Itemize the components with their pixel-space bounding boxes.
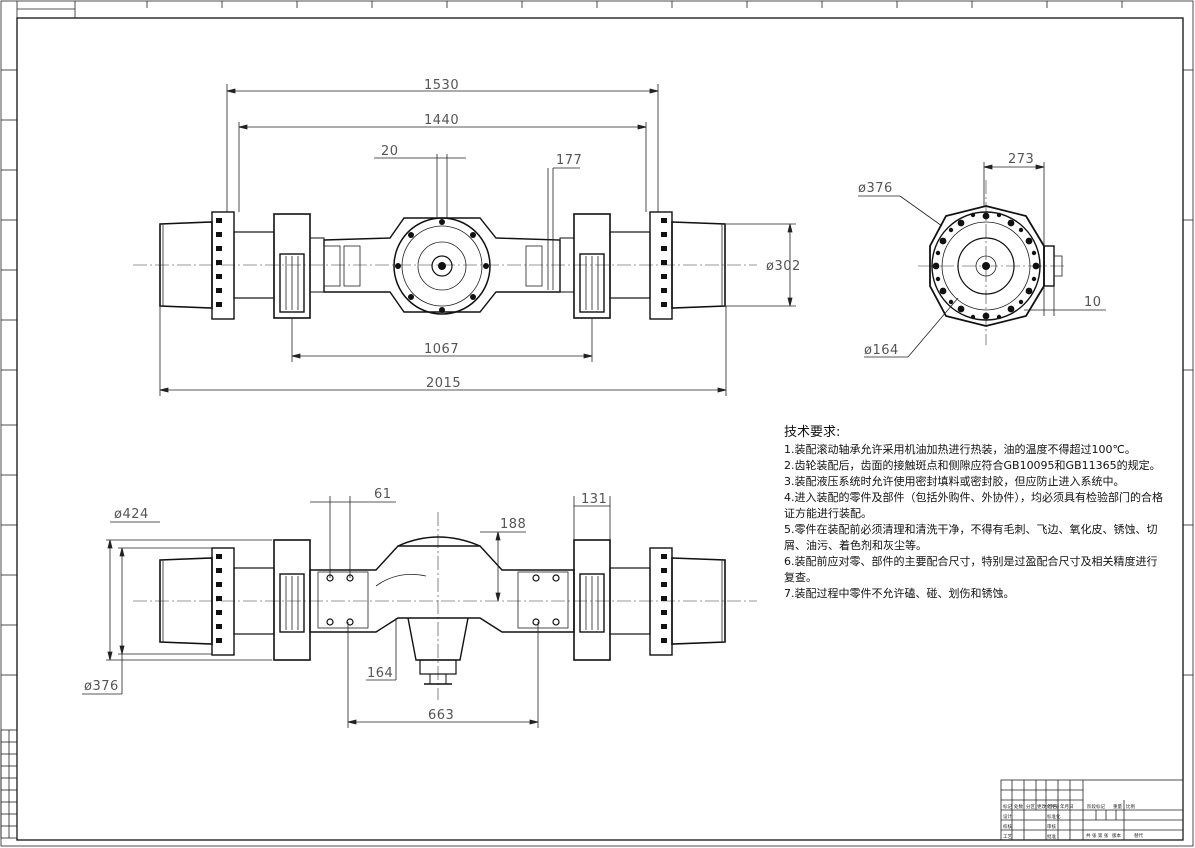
dim-1067-label: 1067 (424, 342, 459, 357)
tb-approve: 批准 (1047, 833, 1056, 840)
right-wheel-hub-front (573, 539, 726, 661)
tb-col-2: 处数 (1014, 803, 1023, 810)
dim-61-label: 61 (374, 487, 392, 502)
dim-2015 (159, 306, 727, 396)
dim-61 (310, 496, 396, 578)
left-brake-top (273, 213, 325, 319)
dim-302 (726, 223, 796, 307)
right-wheel-hub-top (609, 211, 726, 320)
axle-side-view: 273 ø376 ø164 10 (858, 152, 1106, 358)
tb-col-6: 年月日 (1060, 803, 1074, 810)
side-bolt-circle (932, 212, 1040, 320)
dim-10 (1024, 286, 1106, 316)
dim-164-bottom-label: 164 (367, 666, 393, 681)
dim-131 (573, 496, 611, 540)
tb-review: 审核 (1047, 823, 1056, 830)
axle-front-view: ø424 ø376 61 131 188 (82, 487, 757, 728)
tb-row-process: 工艺 (1003, 834, 1012, 840)
technical-notes: 技术要求: 1.装配滚动轴承允许采用机油加热进行热装，油的温度不得超过100℃。… (784, 421, 1164, 602)
note-item: 1.装配滚动轴承允许采用机油加热进行热装，油的温度不得超过100℃。 (784, 443, 1136, 456)
dim-1530 (226, 84, 659, 212)
dim-376-top (858, 195, 943, 227)
dim-1440 (238, 122, 647, 212)
right-brake-top (559, 213, 611, 319)
dim-164-top-label: ø164 (864, 343, 899, 358)
dim-20-label: 20 (381, 144, 399, 159)
note-item: 6.装配前应对零、部件的主要配合尺寸，特别是过盈配合尺寸及相关精度进行复查。 (784, 555, 1158, 584)
tb-row-check: 校核 (1003, 823, 1012, 830)
dim-164-top (864, 297, 959, 358)
note-item: 4.进入装配的零件及部件（包括外购件、外协件），均必须具有检验部门的合格证方能进… (784, 491, 1163, 520)
dim-376-bottom-label: ø376 (84, 679, 119, 694)
note-item: 5.零件在装配前必须清理和清洗干净，不得有毛刺、飞边、氧化皮、锈蚀、切屑、油污、… (784, 523, 1158, 552)
dim-131-label: 131 (581, 492, 607, 507)
dim-663-label: 663 (428, 708, 454, 723)
left-wheel-hub-front (159, 539, 311, 661)
axle-top-view: 1530 1440 20 177 ø302 (133, 78, 801, 396)
left-wheel-hub-top (159, 211, 275, 320)
tb-row-design: 设计 (1003, 813, 1012, 820)
dim-2015-label: 2015 (426, 376, 461, 391)
tb-sheet: 共 张 第 张 (1086, 832, 1109, 839)
dim-20 (374, 154, 466, 218)
tb-replace: 替代 (1134, 832, 1143, 839)
title-block: 标记 处数 分区 更改文件号 签名 年月日 设计 校核 工艺 标准化 审核 批准… (1000, 779, 1184, 841)
dim-177-label: 177 (556, 153, 582, 168)
tb-weight: 重量 (1113, 803, 1122, 810)
dim-302-label: ø302 (766, 259, 801, 274)
note-item: 7.装配过程中零件不允许磕、碰、划伤和锈蚀。 (784, 587, 1015, 600)
tb-scale: 比例 (1126, 803, 1135, 810)
notes-title: 技术要求: (784, 425, 841, 440)
tb-std: 标准化 (1047, 813, 1061, 820)
dim-273-label: 273 (1008, 152, 1034, 167)
dim-663 (347, 622, 539, 728)
dim-424-label: ø424 (114, 507, 149, 522)
tb-version: 版本 (1112, 832, 1121, 839)
axle-housing-top (323, 217, 561, 315)
dim-1440-label: 1440 (424, 113, 459, 128)
tb-col-3: 分区 (1026, 803, 1035, 810)
dim-164-bottom (366, 618, 397, 681)
dim-376-top-label: ø376 (858, 181, 893, 196)
dim-177 (547, 167, 580, 290)
dim-188-label: 188 (500, 517, 526, 532)
dim-273 (983, 162, 1045, 246)
dim-1067 (291, 318, 593, 362)
note-item: 3.装配液压系统时允许使用密封填料或密封胶，但应防止进入系统中。 (784, 475, 1125, 488)
dim-188 (480, 531, 526, 602)
dim-10-label: 10 (1084, 295, 1102, 310)
dim-424 (106, 521, 272, 661)
dim-376-bottom (82, 547, 212, 695)
tb-col-1: 标记 (1003, 803, 1012, 810)
tb-col-5: 签名 (1048, 803, 1057, 810)
tb-stage: 阶段标记 (1087, 803, 1105, 810)
dim-1530-label: 1530 (424, 78, 459, 93)
note-item: 2.齿轮装配后，齿面的接触斑点和侧隙应符合GB10095和GB11365的规定。 (784, 459, 1161, 472)
tb-col-4: 更改文件号 (1037, 803, 1060, 810)
